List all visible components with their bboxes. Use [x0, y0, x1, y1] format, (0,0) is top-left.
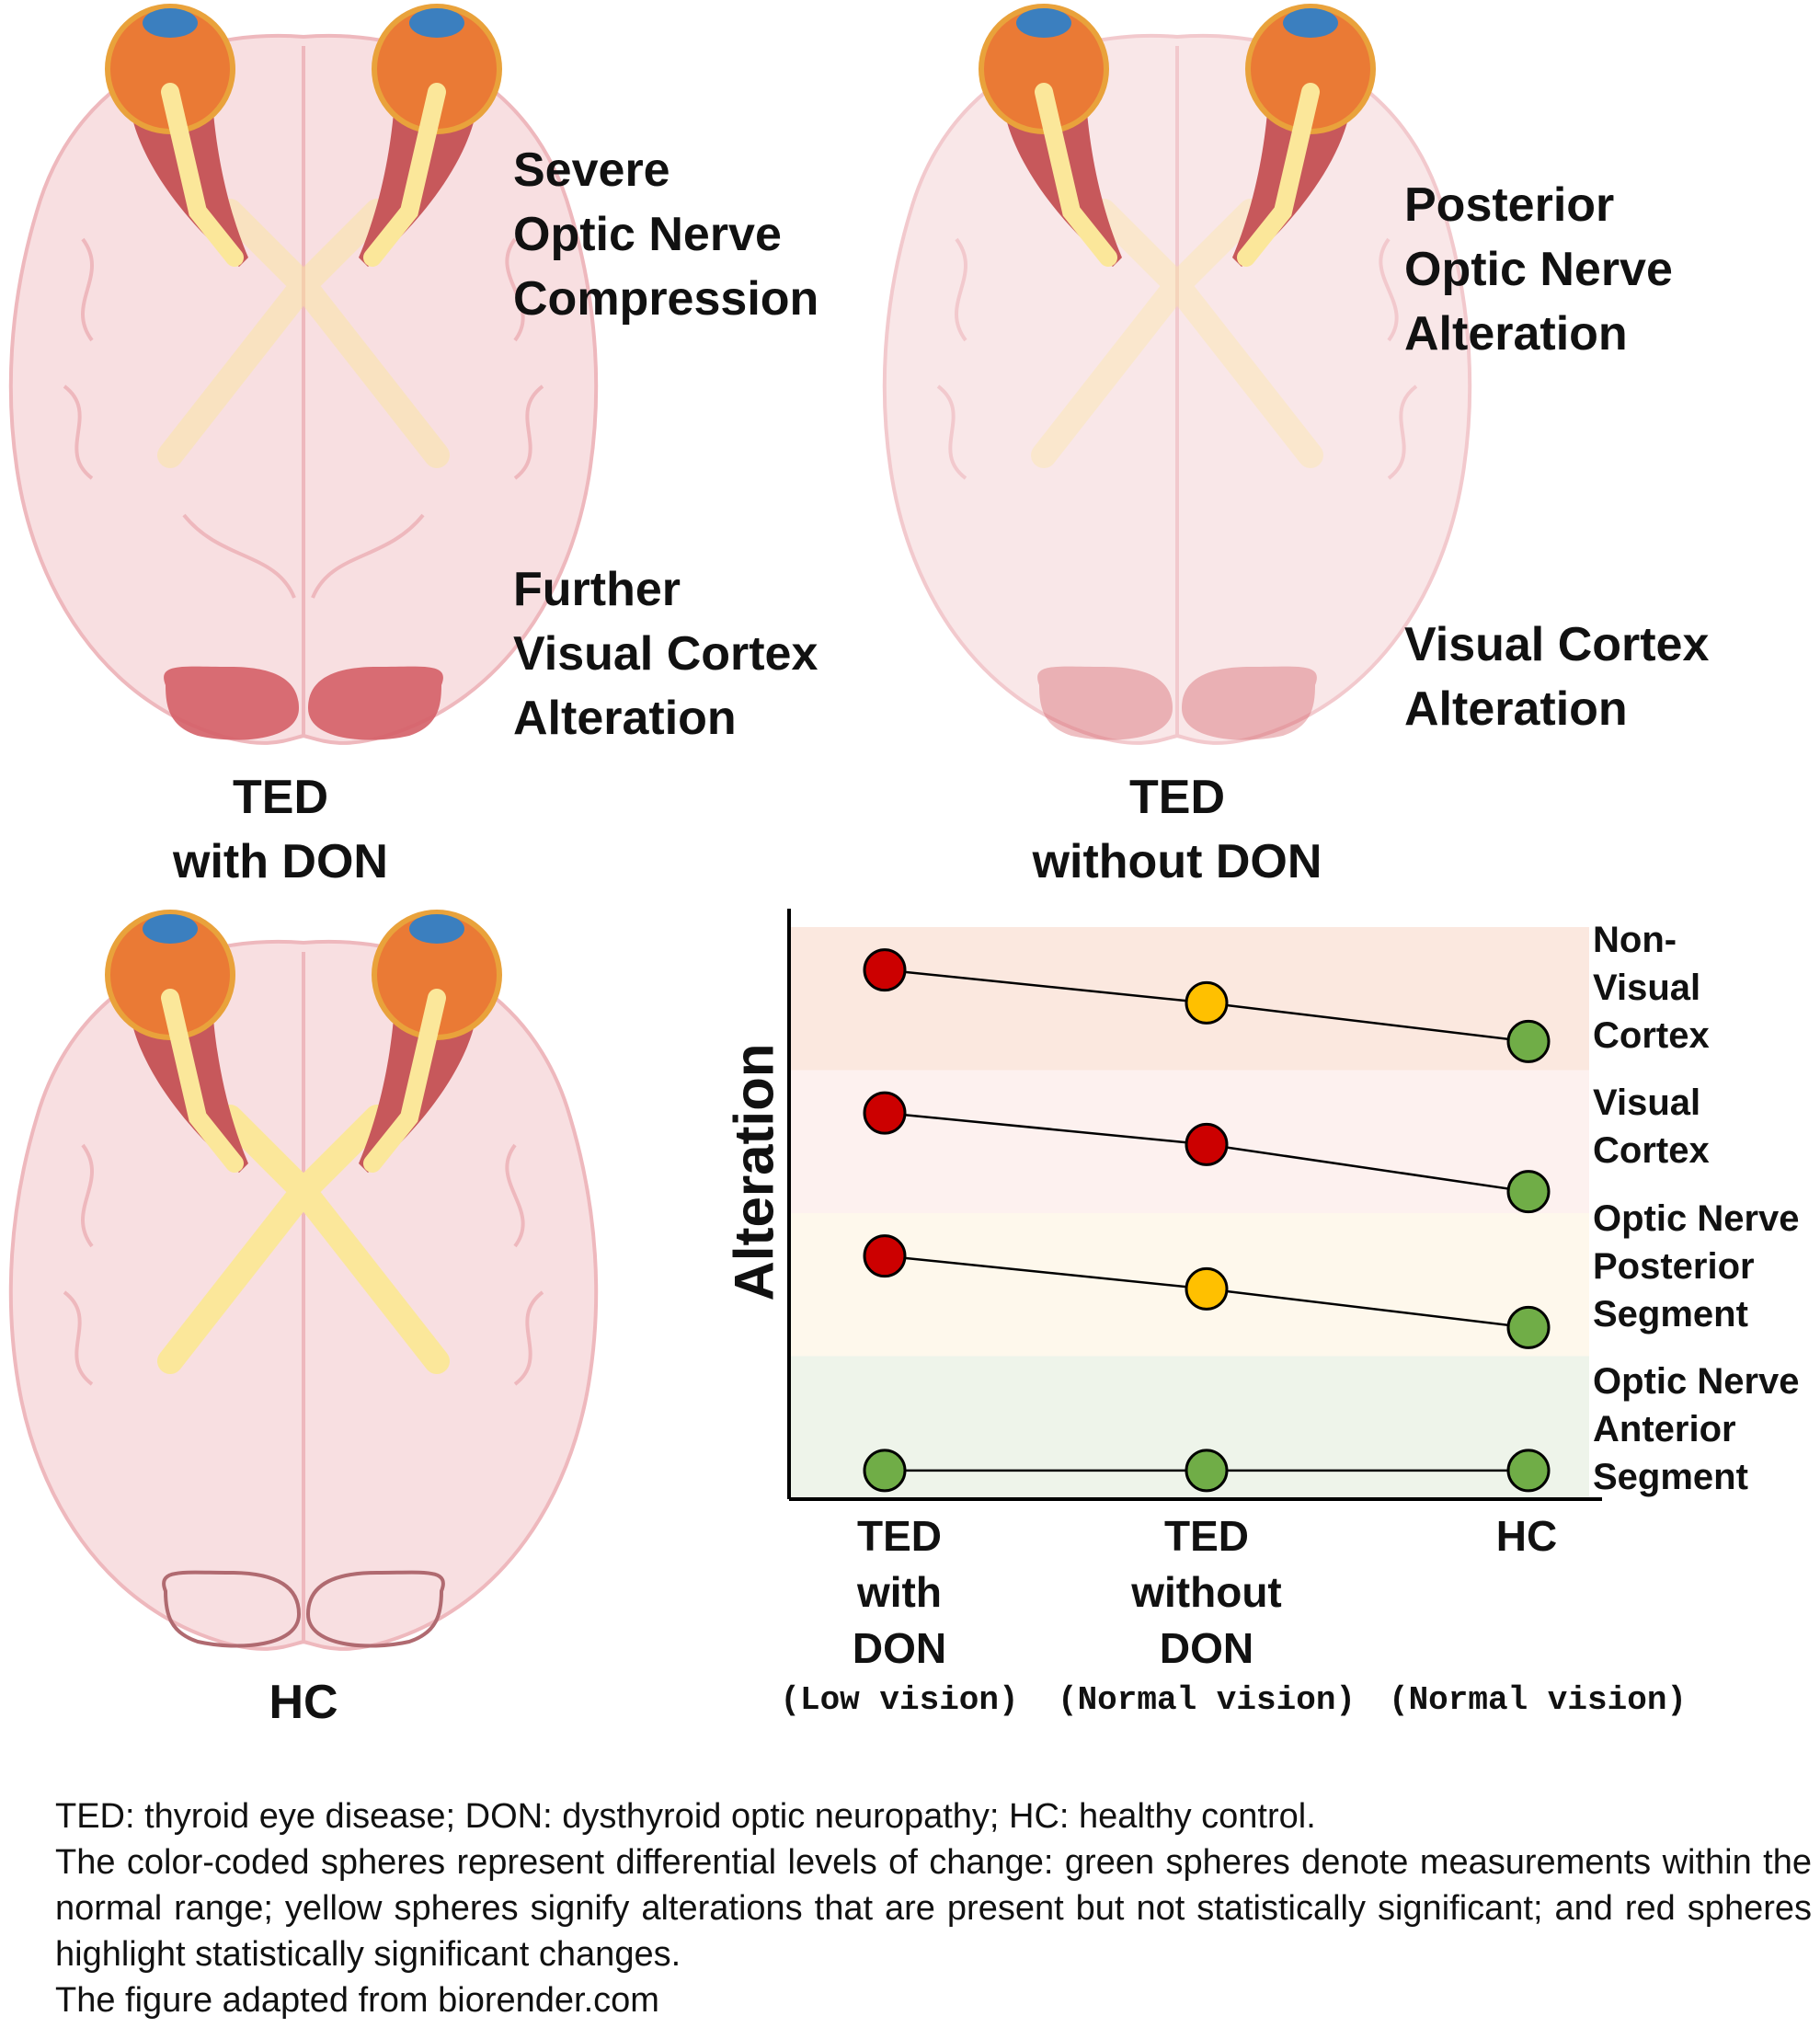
label-posterior-nerve: Posterior Optic Nerve Alteration [1404, 178, 1673, 361]
figure-footnote: TED: thyroid eye disease; DON: dysthyroi… [55, 1793, 1812, 2023]
vision-note-normal-2: (Normal vision) [1388, 1681, 1688, 1719]
caption-ted-with-don: TED with DON [173, 771, 388, 888]
data-point-2-2 [1506, 1305, 1551, 1349]
x-tick-ted-without-don: TED without DON [1131, 1512, 1282, 1672]
vision-note-normal-1: (Normal vision) [1057, 1681, 1356, 1719]
x-tick-ted-with-don: TED with DON [852, 1512, 947, 1672]
data-point-1-2 [1506, 1170, 1551, 1214]
data-point-3-0 [863, 1449, 907, 1493]
right-eye [359, 4, 502, 267]
caption-ted-without-don: TED without DON [1032, 771, 1322, 888]
data-point-2-0 [863, 1234, 907, 1278]
optic-pathway [157, 199, 450, 468]
band-label-nonvisual-cortex: Non- Visual Cortex [1593, 920, 1710, 1056]
optic-pathway [157, 1105, 450, 1374]
label-severe-compression: Severe Optic Nerve Compression [513, 143, 819, 326]
visual-cortex [162, 1570, 445, 1648]
left-eye [105, 4, 248, 267]
label-visual-cortex: Visual Cortex Alteration [1404, 618, 1710, 736]
footnote-source: The figure adapted from biorender.com [55, 1981, 659, 2020]
right-eye [1232, 4, 1376, 267]
brain-illustration-hc [8, 910, 599, 1651]
visual-cortex [164, 666, 443, 740]
data-point-1-1 [1185, 1122, 1229, 1166]
right-eye [359, 910, 502, 1173]
vision-note-low: (Low vision) [780, 1681, 1019, 1719]
data-point-3-2 [1506, 1449, 1551, 1493]
band-label-optic-nerve-anterior: Optic Nerve Anterior Segment [1593, 1361, 1800, 1497]
left-eye [105, 910, 248, 1173]
brain-illustration-ted-without-don [882, 4, 1472, 745]
data-point-1-0 [863, 1091, 907, 1135]
y-axis-label: Alteration [723, 1043, 785, 1301]
brain-outline [882, 34, 1472, 745]
left-eye [979, 4, 1122, 267]
band-label-optic-nerve-posterior: Optic Nerve Posterior Segment [1593, 1198, 1800, 1335]
visual-cortex [1037, 666, 1317, 740]
data-point-2-1 [1185, 1266, 1229, 1311]
data-point-0-2 [1506, 1019, 1551, 1063]
label-further-cortex: Further Visual Cortex Alteration [513, 563, 818, 745]
alteration-chart [787, 909, 1602, 1501]
data-point-0-0 [863, 948, 907, 992]
footnote-abbreviations: TED: thyroid eye disease; DON: dysthyroi… [55, 1797, 1316, 1836]
footnote-color-legend: The color-coded spheres represent differ… [55, 1843, 1812, 1974]
brain-outline [8, 34, 599, 745]
data-point-0-1 [1185, 980, 1229, 1025]
optic-pathway [1031, 199, 1323, 468]
caption-hc: HC [269, 1676, 338, 1729]
brain-illustration-ted-with-don [8, 4, 599, 745]
brain-outline [8, 940, 599, 1651]
data-point-3-1 [1185, 1449, 1229, 1493]
x-tick-hc: HC [1495, 1512, 1558, 1560]
band-label-visual-cortex: Visual Cortex [1593, 1083, 1710, 1171]
